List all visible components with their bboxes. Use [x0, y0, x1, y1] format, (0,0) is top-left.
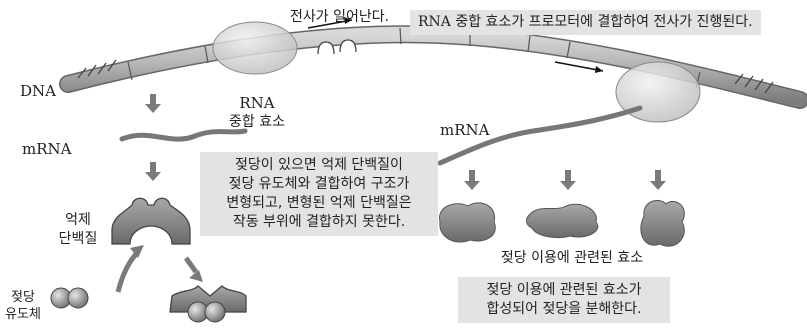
repressor-note-line: 젖당 유도체와 결합하여 구조가 — [208, 175, 430, 194]
lactose-inducer — [51, 288, 88, 308]
rna-polymerase-label-line1: RNA — [239, 94, 274, 112]
mrna-right-label: mRNA — [440, 121, 489, 139]
top-note-box: RNA 중합 효소가 프로모터에 결합하여 전사가 진행된다. — [410, 10, 761, 35]
rna-polymerase-promoter — [213, 22, 297, 74]
lactose-enzymes — [439, 200, 684, 246]
flow-arrows-enzymes — [464, 170, 666, 190]
repressor-note-line: 변형되고, 변형된 억제 단백질은 — [208, 194, 430, 213]
rna-polymerase-label-line2: 중합 효소 — [229, 113, 285, 131]
enzyme-note-box: 젖당 이용에 관련된 효소가 합성되어 젖당을 분해한다. — [458, 277, 670, 323]
repressor-note-line: 작동 부위에 결합하지 못한다. — [208, 213, 430, 232]
repressor-note-box: 젖당이 있으면 억제 단백질이 젖당 유도체와 결합하여 구조가 변형되고, 변… — [200, 152, 438, 236]
polymerase-movement-arrow — [555, 62, 603, 73]
enzyme-note-line: 합성되어 젖당을 분해한다. — [466, 300, 662, 319]
binding-curved-arrow — [118, 245, 144, 292]
inducer-label-line1: 젖당 — [11, 289, 35, 306]
mrna-left-label: mRNA — [22, 140, 71, 158]
inducer-label-line2: 유도체 — [5, 306, 41, 323]
transcription-occurs-label: 전사가 일어난다. — [290, 8, 389, 26]
enzymes-caption: 젖당 이용에 관련된 효소 — [501, 250, 643, 267]
repressor-protein — [112, 198, 190, 244]
modification-arrow — [186, 258, 203, 282]
enzyme-note-line: 젖당 이용에 관련된 효소가 — [466, 281, 662, 300]
dna-label: DNA — [20, 82, 56, 100]
repressor-label-line2: 단백질 — [59, 231, 98, 248]
repressor-label-line1: 억제 — [65, 212, 91, 229]
repressor-note-line: 젖당이 있으면 억제 단백질이 — [208, 156, 430, 175]
modified-repressor-complex — [170, 286, 246, 322]
mrna-left-strand — [122, 131, 245, 139]
